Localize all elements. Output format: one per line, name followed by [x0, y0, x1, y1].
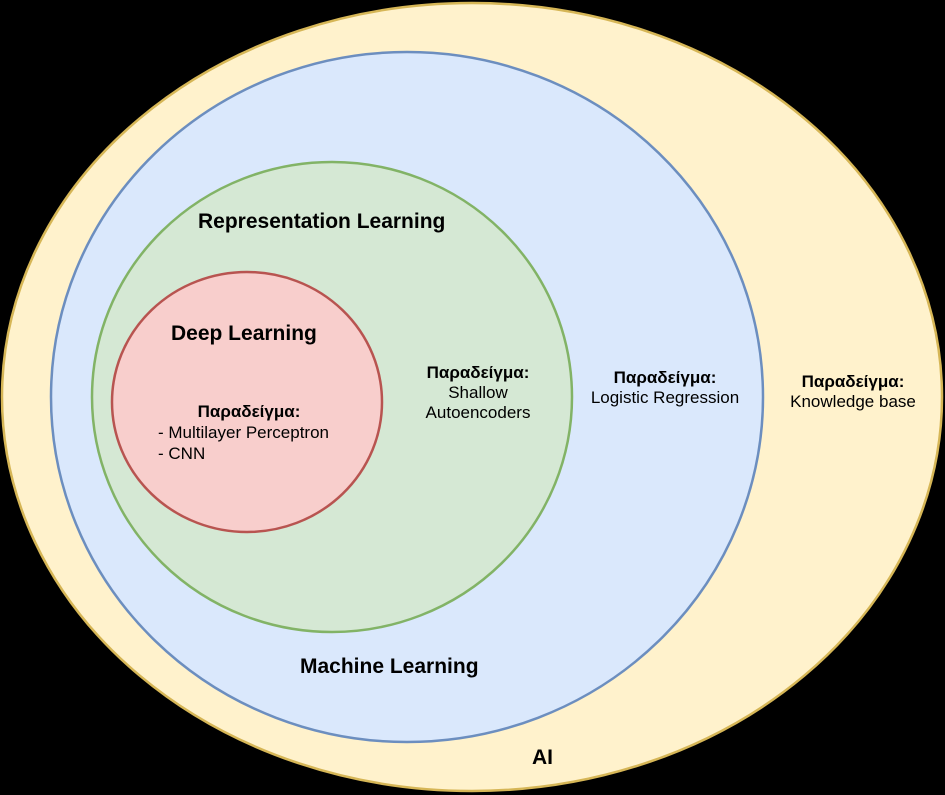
- ai-title: AI: [532, 746, 553, 769]
- representation-learning-example-label: Παραδείγμα:: [426, 363, 530, 382]
- deep-learning-ellipse: [110, 270, 384, 534]
- representation-learning-title: Representation Learning: [198, 210, 446, 233]
- representation-learning-example-line2: Autoencoders: [425, 403, 531, 422]
- deep-learning-example: Παραδείγμα: - Multilayer Perceptron - CN…: [158, 401, 340, 464]
- machine-learning-example: Παραδείγμα: Logistic Regression: [575, 368, 755, 408]
- deep-learning-title: Deep Learning: [171, 322, 317, 345]
- deep-learning-example-label: Παραδείγμα:: [197, 402, 301, 421]
- machine-learning-title: Machine Learning: [300, 655, 479, 678]
- deep-learning-example-item-1: - Multilayer Perceptron: [158, 423, 330, 442]
- ai-example-label: Παραδείγμα:: [801, 372, 905, 391]
- deep-learning-example-item-2: - CNN: [158, 444, 206, 463]
- representation-learning-example: Παραδείγμα: Shallow Autoencoders: [413, 363, 543, 423]
- ai-example: Παραδείγμα: Knowledge base: [783, 372, 923, 412]
- ai-example-text: Knowledge base: [790, 392, 916, 411]
- machine-learning-example-text: Logistic Regression: [590, 388, 740, 407]
- representation-learning-example-line1: Shallow: [448, 383, 508, 402]
- machine-learning-example-label: Παραδείγμα:: [613, 368, 717, 387]
